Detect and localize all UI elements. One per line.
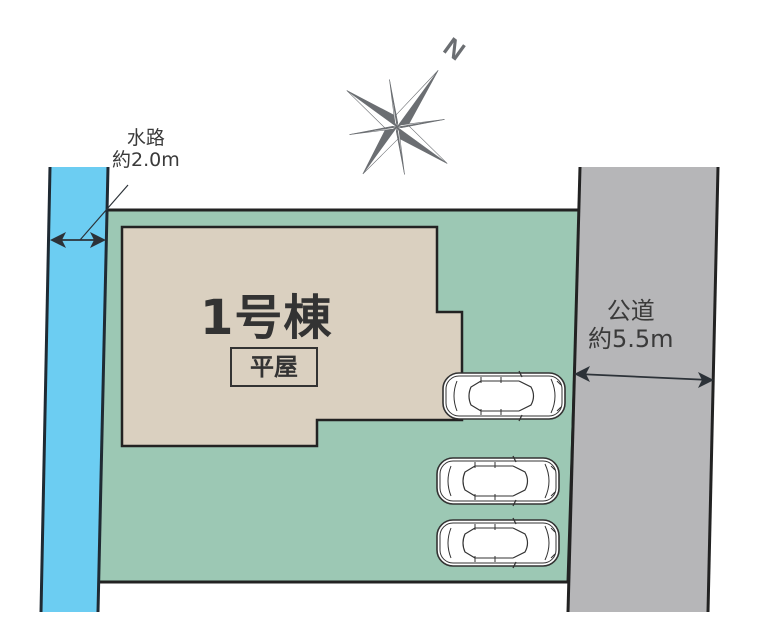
- north-label: N: [438, 31, 471, 66]
- road: [568, 167, 718, 612]
- waterway-width: 約2.0m: [112, 148, 180, 171]
- road-name: 公道: [606, 297, 655, 325]
- compass-rose-icon: [346, 70, 448, 175]
- waterway: [41, 167, 108, 612]
- building-type-badge: 平屋: [230, 347, 318, 387]
- road-dimension: [573, 365, 715, 389]
- road-width: 約5.5m: [588, 324, 674, 353]
- car-icon: [436, 455, 560, 507]
- waterway-name: 水路: [126, 127, 165, 149]
- road-label: 公道 約5.5m: [588, 297, 674, 353]
- car-icon: [436, 517, 560, 569]
- waterway-dimension: [49, 184, 129, 249]
- building-footprint: [120, 225, 464, 448]
- car-icon: [442, 370, 566, 422]
- waterway-label: 水路 約2.0m: [112, 127, 180, 172]
- building-name: 1号棟: [200, 290, 333, 346]
